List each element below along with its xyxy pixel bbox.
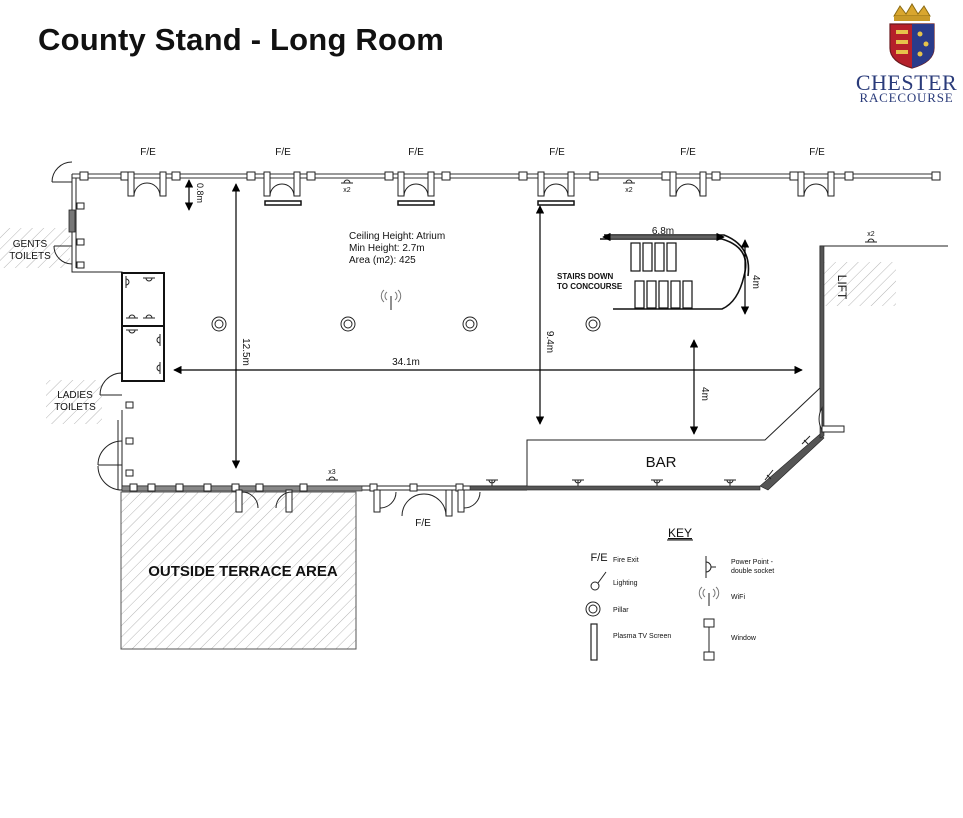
fire-exit-label: F/E <box>140 147 156 158</box>
top-wall <box>72 173 940 179</box>
logo-text-chester: CHESTER <box>855 70 958 95</box>
wifi-legend-icon <box>698 586 720 606</box>
crest-icon <box>889 3 935 69</box>
gents-label-2: TOILETS <box>9 251 51 262</box>
logo-text-racecourse: RACECOURSE <box>859 90 954 105</box>
fire-exit-label: F/E <box>408 147 424 158</box>
fire-exit-label: F/E <box>415 518 431 529</box>
x2-count: x2 <box>625 187 633 194</box>
fire-exit-label: F/E <box>275 147 291 158</box>
chester-racecourse-logo: CHESTER RACECOURSE <box>850 2 963 105</box>
ladies-toilets-area <box>46 380 102 424</box>
ladies-label-2: TOILETS <box>54 402 96 413</box>
legend-fire-exit: Fire Exit <box>613 557 639 564</box>
fire-exit-label: F/E <box>809 147 825 158</box>
legend-lighting: Lighting <box>613 580 638 587</box>
fire-exit-label: F/E <box>549 147 565 158</box>
fire-exit-labels: F/E F/E F/E F/E F/E F/E F/E <box>140 147 825 529</box>
ceiling-height: Ceiling Height: Atrium <box>349 231 445 242</box>
dimension-0-8m: 0.8m <box>195 183 205 203</box>
x2-count: x2 <box>867 231 875 238</box>
bottom-windows <box>129 483 464 492</box>
services-block <box>121 272 165 382</box>
power-points-top <box>326 179 877 481</box>
dimension-12-5m: 12.5m <box>240 338 251 366</box>
dimension-9-4m: 9.4m <box>544 331 555 353</box>
legend-title: KEY <box>668 526 692 540</box>
page-title: County Stand - Long Room <box>38 22 445 57</box>
stairs-label-2: TO CONCOURSE <box>557 282 623 291</box>
legend: KEY F/E Fire Exit Lighting Pillar Plasma… <box>585 526 774 661</box>
wifi-icon <box>380 289 402 310</box>
area: Area (m2): 425 <box>349 255 416 266</box>
bottom-doors <box>235 406 845 517</box>
legend-wifi: WiFi <box>731 594 745 601</box>
outside-terrace-area <box>120 491 357 650</box>
pillars <box>211 316 601 332</box>
x3-count: x3 <box>328 469 336 476</box>
x2-count: x2 <box>343 187 351 194</box>
tv-screens <box>264 200 575 206</box>
top-windows <box>79 171 941 181</box>
dimension-34-1m: 34.1m <box>392 357 420 368</box>
stairs-label-1: STAIRS DOWN <box>557 272 614 281</box>
fire-exit-label: F/E <box>680 147 696 158</box>
ladies-label-1: LADIES <box>57 390 93 401</box>
left-windows <box>76 202 134 477</box>
pillar-icon <box>585 601 601 617</box>
legend-power-2: double socket <box>731 568 774 575</box>
lift-label: LIFT <box>835 275 849 300</box>
legend-tv: Plasma TV Screen <box>613 633 671 640</box>
dimension-bar-4m: 4m <box>699 387 710 401</box>
legend-window: Window <box>731 635 757 642</box>
top-fire-exits <box>127 171 835 197</box>
services-power-points <box>125 276 161 374</box>
legend-power-1: Power Point - <box>731 559 774 566</box>
dimension-6-8m: 6.8m <box>652 226 674 237</box>
terrace-label: OUTSIDE TERRACE AREA <box>148 563 338 580</box>
left-doors <box>51 161 123 491</box>
gents-toilets-area <box>0 228 70 268</box>
stair-treads <box>630 242 693 309</box>
legend-fire-exit-symbol: F/E <box>590 552 607 564</box>
gents-label-1: GENTS <box>13 239 48 250</box>
tv-screen-icon <box>590 623 598 661</box>
power-point-icon <box>705 556 716 578</box>
dimension-lines <box>173 179 803 469</box>
legend-pillar: Pillar <box>613 607 629 614</box>
lighting-icon <box>590 571 607 591</box>
bar-power-points <box>486 435 811 486</box>
bar-label: BAR <box>646 454 677 471</box>
dimension-stairs-4m: 4m <box>750 275 761 289</box>
min-height: Min Height: 2.7m <box>349 243 425 254</box>
lift-area <box>824 262 896 306</box>
window-icon <box>703 618 715 661</box>
